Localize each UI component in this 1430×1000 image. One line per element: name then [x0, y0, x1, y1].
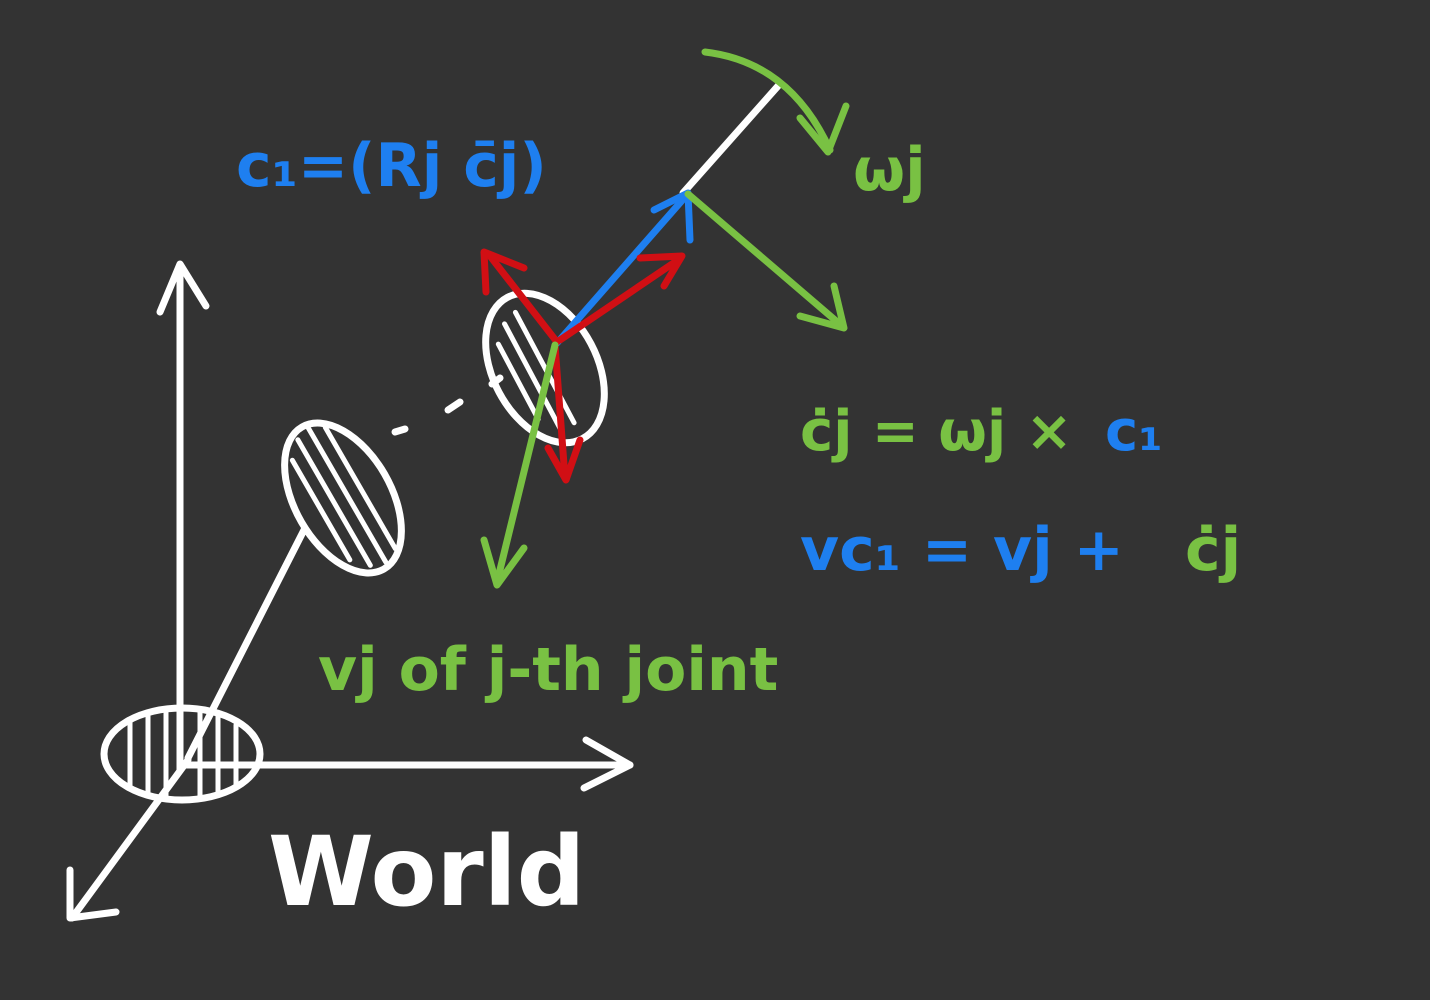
cdot-equation-rhs: c₁: [1105, 399, 1163, 464]
vj-label: vj of j-th joint: [318, 635, 778, 705]
link-j: [679, 82, 782, 197]
omega-j-label: ωj: [853, 135, 926, 205]
root-joint-ellipse: [100, 704, 264, 804]
cdot-vector: [684, 190, 848, 332]
c1-definition-label: c₁=(Rj c̄j): [236, 131, 547, 201]
vj-vector: [480, 341, 559, 589]
cdot-vector-shaft: [684, 190, 846, 330]
dashed-link: [391, 374, 504, 436]
world-y-axis: [68, 756, 192, 922]
omega-arrowhead: [796, 102, 850, 156]
world-y-arrowhead: [66, 866, 120, 922]
world-label: World: [268, 816, 585, 928]
vj-vector-arrowhead: [480, 536, 528, 589]
local-frame-axis-2: [556, 256, 682, 344]
cdot-equation-lhs: ċj = ωj ×: [800, 399, 1073, 464]
local-frame-arrowhead-3: [544, 436, 584, 484]
local-frame-arrowhead-1: [480, 248, 528, 296]
local-frame-arrowhead-2: [636, 252, 686, 290]
vc1-equation-lhs: vc₁ = vj +: [800, 515, 1124, 585]
root-joint: [100, 704, 264, 804]
omega-arrow: [701, 48, 850, 156]
local-frame-axis-3: [551, 341, 569, 482]
local-frame-axis-1: [486, 252, 561, 346]
local-frame: [480, 248, 686, 484]
omega-arc: [701, 48, 834, 154]
world-x-arrowhead: [580, 736, 634, 792]
c1-vector-shaft: [553, 192, 690, 347]
vc1-equation-rhs: ċj: [1185, 515, 1241, 585]
link-root: [184, 524, 309, 762]
joint-j: [482, 289, 608, 447]
world-z-arrowhead: [156, 260, 210, 316]
vj-vector-shaft: [493, 341, 559, 586]
joint-middle-ellipse: [281, 419, 405, 577]
joint-middle: [281, 419, 405, 577]
cdot-vector-arrowhead: [796, 282, 848, 332]
